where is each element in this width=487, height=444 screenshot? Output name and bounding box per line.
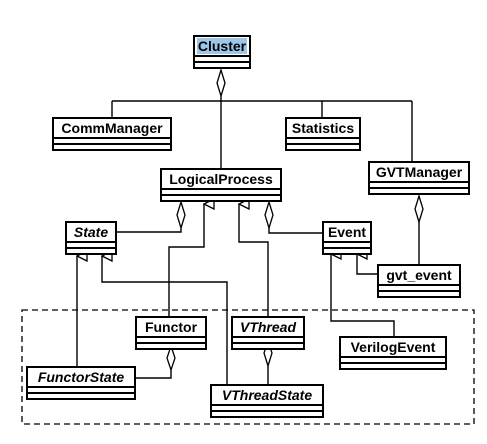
class-event[interactable]: Event: [322, 221, 372, 255]
class-vthread-state[interactable]: VThreadState: [210, 384, 324, 418]
class-functor-state[interactable]: FunctorState: [26, 366, 136, 400]
operations-compartment: [377, 292, 461, 298]
class-state[interactable]: State: [65, 221, 117, 255]
operations-compartment: [210, 412, 324, 418]
lp-event-aggregation: [264, 199, 323, 234]
package-boundary: [21, 309, 475, 425]
class-name: Event: [322, 221, 372, 243]
attributes-compartment: [135, 338, 207, 344]
functor-generalization: [168, 204, 204, 317]
cluster-aggregation: [111, 96, 413, 170]
gvt-aggregation: [414, 193, 424, 264]
operations-compartment: [193, 63, 251, 69]
class-name: Statistics: [285, 117, 361, 139]
operations-compartment: [231, 344, 305, 350]
class-gvt-event[interactable]: gvt_event: [377, 264, 461, 298]
attributes-compartment: [322, 243, 372, 249]
class-verilog-event[interactable]: VerilogEvent: [339, 336, 447, 370]
class-name: GVTManager: [368, 161, 470, 183]
operations-compartment: [285, 145, 361, 151]
vthreadstate-generalization: [102, 256, 228, 384]
class-name: VerilogEvent: [339, 336, 447, 358]
class-cluster[interactable]: Cluster: [193, 35, 251, 69]
operations-compartment: [368, 189, 470, 195]
operations-compartment: [26, 394, 136, 400]
operations-compartment: [322, 249, 372, 255]
attributes-compartment: [231, 338, 305, 344]
class-name: VThreadState: [210, 384, 324, 406]
class-statistics[interactable]: Statistics: [285, 117, 361, 151]
operations-compartment: [65, 249, 117, 255]
class-logical-process[interactable]: LogicalProcess: [160, 168, 282, 202]
operations-compartment: [52, 145, 172, 151]
class-vthread[interactable]: VThread: [231, 316, 305, 350]
attributes-compartment: [368, 183, 470, 189]
class-gvt-manager[interactable]: GVTManager: [368, 161, 470, 195]
verilogevent-generalization: [331, 254, 395, 336]
attributes-compartment: [193, 57, 251, 63]
attributes-compartment: [377, 286, 461, 292]
attributes-compartment: [26, 388, 136, 394]
class-name: State: [65, 221, 117, 243]
cluster-diamond: [216, 67, 226, 99]
class-name: VThread: [231, 316, 305, 338]
operations-compartment: [339, 364, 447, 370]
attributes-compartment: [339, 358, 447, 364]
gvtevent-generalization: [357, 254, 381, 275]
class-name: Functor: [135, 316, 207, 338]
class-comm-manager[interactable]: CommManager: [52, 117, 172, 151]
class-name: LogicalProcess: [160, 168, 282, 190]
operations-compartment: [135, 344, 207, 350]
class-name: Cluster: [193, 35, 251, 57]
vthread-generalization: [239, 204, 269, 317]
attributes-compartment: [285, 139, 361, 145]
attributes-compartment: [160, 190, 282, 196]
functor-functorstate-aggregation: [136, 343, 176, 379]
attributes-compartment: [210, 406, 324, 412]
attributes-compartment: [65, 243, 117, 249]
attributes-compartment: [52, 139, 172, 145]
operations-compartment: [160, 196, 282, 202]
class-name: gvt_event: [377, 264, 461, 286]
class-name: CommManager: [52, 117, 172, 139]
class-functor[interactable]: Functor: [135, 316, 207, 350]
lp-state-aggregation: [116, 199, 186, 233]
class-name: FunctorState: [26, 366, 136, 388]
